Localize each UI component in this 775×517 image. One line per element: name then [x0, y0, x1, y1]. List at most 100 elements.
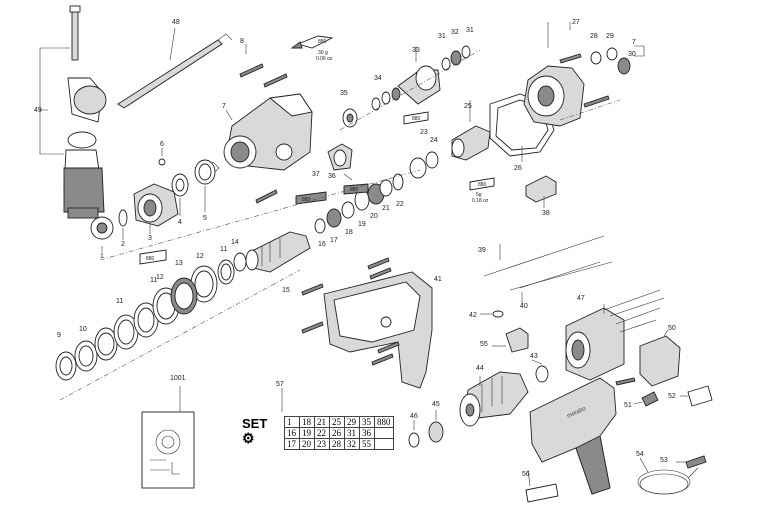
grease-amount2-g: 5g	[476, 192, 482, 198]
callout-35: 35	[340, 90, 348, 97]
part-8-screws	[239, 63, 288, 204]
callout-3: 3	[148, 235, 152, 242]
part-6-ball	[158, 158, 166, 166]
set-row: 16 19 22 26 31 36	[284, 427, 394, 439]
callout-50: 50	[668, 325, 676, 332]
part-40-rod	[509, 261, 613, 291]
callout-9: 9	[57, 332, 61, 339]
callout-20: 20	[370, 213, 378, 220]
drill-body	[529, 377, 617, 495]
part-46-bearing	[408, 432, 420, 448]
part-35-bearing	[342, 108, 358, 128]
callout-55: 55	[480, 341, 488, 348]
callout-39: 39	[478, 247, 486, 254]
callout-29: 29	[606, 33, 614, 40]
callout-15: 15	[282, 287, 290, 294]
part-3-sleeve	[133, 183, 179, 227]
parts-31-32-washers	[441, 45, 471, 71]
callout-51: 51	[624, 402, 632, 409]
part-7-gear-housing	[223, 93, 313, 171]
set-cell: 35	[359, 416, 375, 428]
callout-1001: 1001	[170, 375, 186, 382]
set-cell: 18	[299, 416, 315, 428]
callout-43: 43	[530, 353, 538, 360]
callout-45: 45	[432, 401, 440, 408]
callout-17: 17	[330, 237, 338, 244]
callout-19: 19	[358, 221, 366, 228]
callout-54: 54	[636, 451, 644, 458]
callout-42: 42	[469, 312, 477, 319]
part-14-ring	[233, 252, 247, 272]
part-49-side-handle	[39, 5, 107, 219]
set-row: 1 18 21 25 29 35 880	[284, 416, 394, 428]
callout-11c: 11	[220, 246, 227, 253]
grease-amount-g: 30 g	[318, 50, 328, 56]
callout-12a: 12	[156, 274, 164, 281]
tube-code-spindle: 880	[302, 197, 311, 203]
callout-2: 2	[121, 241, 125, 248]
set-cell: 28	[329, 438, 345, 450]
callout-46: 46	[410, 413, 418, 420]
part-41-screws	[301, 257, 400, 366]
set-cell	[374, 427, 394, 439]
callout-24: 24	[430, 137, 438, 144]
callout-49: 49	[34, 107, 42, 114]
callout-28: 28	[590, 33, 598, 40]
callout-7: 7	[222, 103, 226, 110]
part-47-stator	[565, 289, 665, 381]
callout-16: 16	[318, 241, 326, 248]
part-55-brush-holder	[505, 327, 529, 353]
parts-16-22-shaft-parts	[295, 173, 404, 234]
callout-38: 38	[542, 210, 550, 217]
callout-7b: 7	[632, 39, 636, 46]
callout-32: 32	[451, 29, 459, 36]
tube-code-chuck: 880	[146, 256, 155, 262]
set-logo-text: SET	[242, 416, 268, 431]
callout-22: 22	[396, 201, 404, 208]
set-cell: 29	[344, 416, 360, 428]
part-11-rings	[94, 259, 235, 361]
set-cell: 20	[299, 438, 315, 450]
part-5-spring	[194, 159, 220, 185]
set-cell: 22	[314, 427, 330, 439]
part-880-grease-tube	[139, 249, 167, 265]
callout-33: 33	[412, 47, 420, 54]
part-56-label	[525, 483, 559, 503]
set-cell: 32	[344, 438, 360, 450]
callout-numbers: 1 2 3 4 5 6 7 8 9 10 11 11 11 12 12 13 1…	[34, 19, 676, 478]
callout-30: 30	[628, 51, 636, 58]
part-1-tool-holder	[90, 216, 114, 240]
tube-code-piston: 880	[478, 182, 487, 188]
set-cell	[374, 438, 394, 450]
part-15-spindle	[245, 231, 311, 273]
callout-6: 6	[160, 141, 164, 148]
part-34-bearing-seat	[371, 87, 401, 111]
callout-25: 25	[464, 103, 472, 110]
callout-21: 21	[382, 205, 390, 212]
callout-40: 40	[520, 303, 528, 310]
part-1001-manual	[141, 411, 195, 489]
part-50-switch	[639, 335, 681, 387]
part-13-ring	[170, 277, 198, 315]
set-cell: 19	[299, 427, 315, 439]
callout-11a: 11	[116, 298, 123, 305]
part-38-switch-contact	[525, 175, 557, 203]
part-54-power-cord	[637, 467, 699, 495]
set-cell: 1	[284, 416, 300, 428]
callout-4: 4	[178, 219, 182, 226]
callout-53: 53	[660, 457, 668, 464]
grease-amount-oz: 0.06 oz	[316, 56, 333, 62]
set-kit-table: 1 18 21 25 29 35 880 16 19 22 26 31 36 1…	[284, 416, 394, 450]
callout-13: 13	[175, 260, 183, 267]
callout-27: 27	[572, 19, 580, 26]
callout-47: 47	[577, 295, 585, 302]
set-row: 17 20 23 28 32 55	[284, 438, 394, 450]
callout-48: 48	[172, 19, 180, 26]
set-cell: 16	[284, 427, 300, 439]
part-2-washer	[118, 209, 128, 227]
part-41-housing-half	[323, 271, 433, 389]
callout-8: 8	[240, 38, 244, 45]
callout-56: 56	[522, 471, 530, 478]
part-48-depth-rod	[117, 27, 233, 109]
